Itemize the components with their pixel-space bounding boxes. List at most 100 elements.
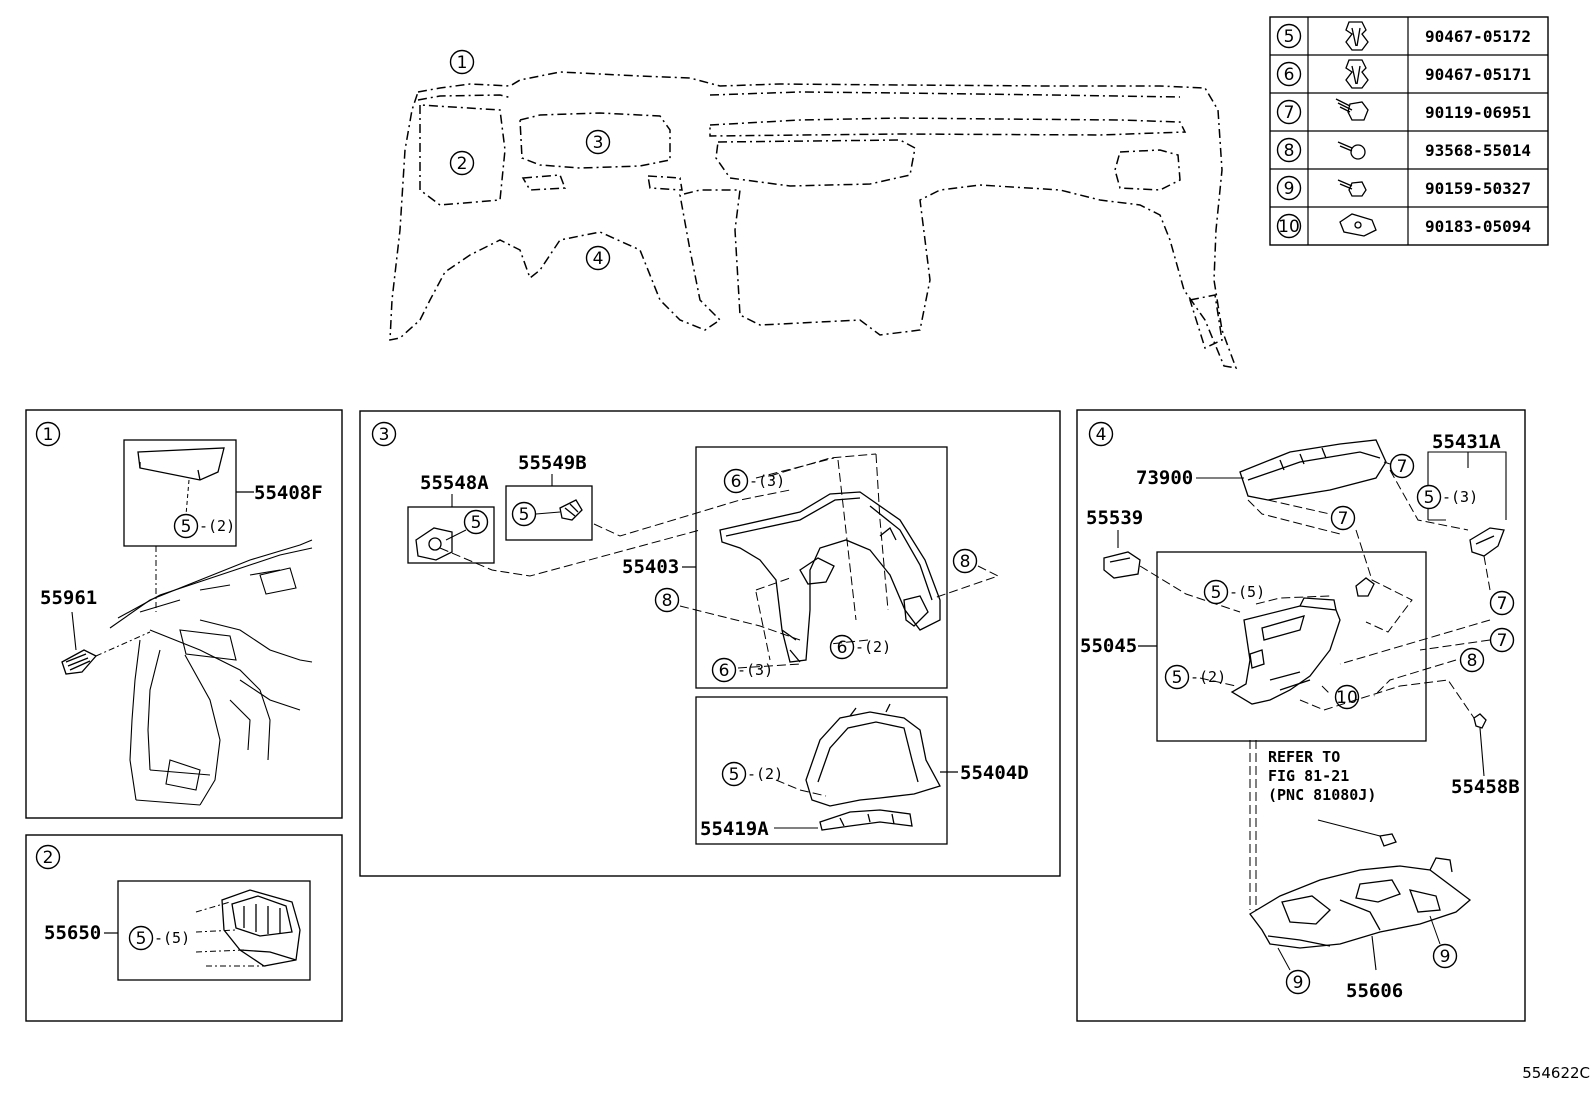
table-part-number: 93568-55014 <box>1425 141 1531 160</box>
nut-clip-icon <box>1339 213 1377 237</box>
bolt-icon <box>1337 179 1367 197</box>
screw-icon <box>1335 98 1369 121</box>
dashboard-frame <box>109 539 313 806</box>
fastener-callout: 8 <box>1467 651 1478 671</box>
fastener-callout: 10 <box>1336 688 1358 708</box>
table-ref: 5 <box>1284 27 1295 47</box>
clip-icon <box>1473 713 1487 729</box>
table-part-number: 90467-05171 <box>1425 65 1531 84</box>
fastener-callout: 7 <box>1397 457 1408 477</box>
table-part-number: 90119-06951 <box>1425 103 1531 122</box>
fastener-callout: 5 <box>181 517 192 537</box>
center-cluster-panel <box>719 491 941 663</box>
fastener-callout: 5 <box>519 505 530 525</box>
fastener-qty: -(5) <box>1229 583 1265 601</box>
table-row: 7 90119-06951 <box>1276 98 1531 125</box>
overview-dashboard <box>389 71 1238 369</box>
part-number: 55431A <box>1432 431 1501 453</box>
fastener-callout: 7 <box>1497 631 1508 651</box>
reference-note: (PNC 81080J) <box>1268 786 1376 804</box>
part-number: 55606 <box>1346 980 1403 1002</box>
fastener-callout: 6 <box>731 472 742 492</box>
trim-strip-part <box>819 809 913 831</box>
clip-icon <box>1355 577 1375 597</box>
fastener-callout: 5 <box>1424 488 1435 508</box>
fastener-callout: 9 <box>1440 947 1451 967</box>
clip-icon <box>559 499 583 521</box>
part-number: 55419A <box>700 818 769 840</box>
fastener-qty: -(3) <box>1442 488 1478 506</box>
detail-box <box>117 880 311 981</box>
overview-callouts: 1 2 3 4 <box>449 49 611 271</box>
table-row: 8 93568-55014 <box>1276 137 1531 163</box>
vent-part <box>221 889 301 967</box>
detail-box <box>695 696 948 845</box>
fastener-qty: -(2) <box>747 765 783 783</box>
fastener-callout: 5 <box>136 929 147 949</box>
fastener-callout: 8 <box>960 552 971 572</box>
fastener-callout: 5 <box>729 765 740 785</box>
reference-note: FIG 81-21 <box>1268 767 1349 785</box>
fastener-callout: 6 <box>719 661 730 681</box>
table-part-number: 90159-50327 <box>1425 179 1531 198</box>
screw-icon <box>1337 141 1366 160</box>
table-row: 5 90467-05172 <box>1276 21 1531 51</box>
detail-box <box>505 485 593 541</box>
hinge-part <box>1103 551 1141 579</box>
lower-panel-part <box>1249 857 1472 949</box>
part-number: 55539 <box>1086 507 1143 529</box>
switch-part <box>415 527 453 561</box>
clip-icon <box>1345 21 1369 51</box>
part-number: 55961 <box>40 587 97 609</box>
meter-hood-part <box>805 703 941 807</box>
detail-box <box>123 439 237 547</box>
overview-callout-2: 2 <box>457 154 468 174</box>
part-number: 55548A <box>420 472 489 494</box>
fastener-qty: -(2) <box>199 517 235 535</box>
table-ref: 10 <box>1278 217 1300 237</box>
panel-title: 3 <box>379 425 390 445</box>
reference-note: REFER TO <box>1268 748 1340 766</box>
fastener-callout: 5 <box>471 513 482 533</box>
table-row: 9 90159-50327 <box>1276 175 1531 201</box>
table-part-number: 90183-05094 <box>1425 217 1531 236</box>
panel-1: 1 5 -(2) 55408F 55961 <box>25 409 343 819</box>
fastener-qty: -(2) <box>855 638 891 656</box>
fastener-qty: -(2) <box>1190 668 1226 686</box>
part-number: 55408F <box>254 482 323 504</box>
detail-box <box>1156 551 1427 742</box>
table-row: 6 90467-05171 <box>1276 59 1531 89</box>
part-number: 55458B <box>1451 776 1520 798</box>
table-part-number: 90467-05172 <box>1425 27 1531 46</box>
panel-title: 2 <box>43 848 54 868</box>
part-number: 55549B <box>518 452 587 474</box>
glove-box-upper-part <box>1239 439 1387 501</box>
overview-callout-1: 1 <box>457 53 468 73</box>
bracket-part <box>1469 527 1505 557</box>
fastener-callout: 9 <box>1293 973 1304 993</box>
clip-icon <box>1345 59 1369 89</box>
table-ref: 9 <box>1284 179 1295 199</box>
fastener-table: 5 90467-05172 6 90467-05171 7 90119-0695… <box>1269 16 1549 246</box>
fastener-callout: 7 <box>1497 594 1508 614</box>
fastener-qty: -(3) <box>749 472 785 490</box>
detail-box <box>407 506 495 564</box>
part-number: 55650 <box>44 922 101 944</box>
table-ref: 8 <box>1284 141 1295 161</box>
figure-code: 554622C <box>1522 1064 1590 1082</box>
panel-2: 2 55650 5 -(5) <box>25 834 343 1022</box>
fastener-callout: 6 <box>837 638 848 658</box>
fastener-callout: 7 <box>1338 509 1349 529</box>
connector-part <box>1379 833 1397 847</box>
panel-4: 4 73900 7 55431A 5 -(3) 55539 <box>1076 409 1526 1022</box>
panel-title: 1 <box>43 425 54 445</box>
table-row: 10 90183-05094 <box>1276 213 1531 239</box>
panel-title: 4 <box>1096 425 1107 445</box>
glove-box-door-part <box>1230 597 1341 705</box>
fastener-callout: 5 <box>1172 668 1183 688</box>
overview-callout-3: 3 <box>593 133 604 153</box>
table-ref: 6 <box>1284 65 1295 85</box>
part-number: 55403 <box>622 556 679 578</box>
fastener-qty: -(3) <box>737 661 773 679</box>
